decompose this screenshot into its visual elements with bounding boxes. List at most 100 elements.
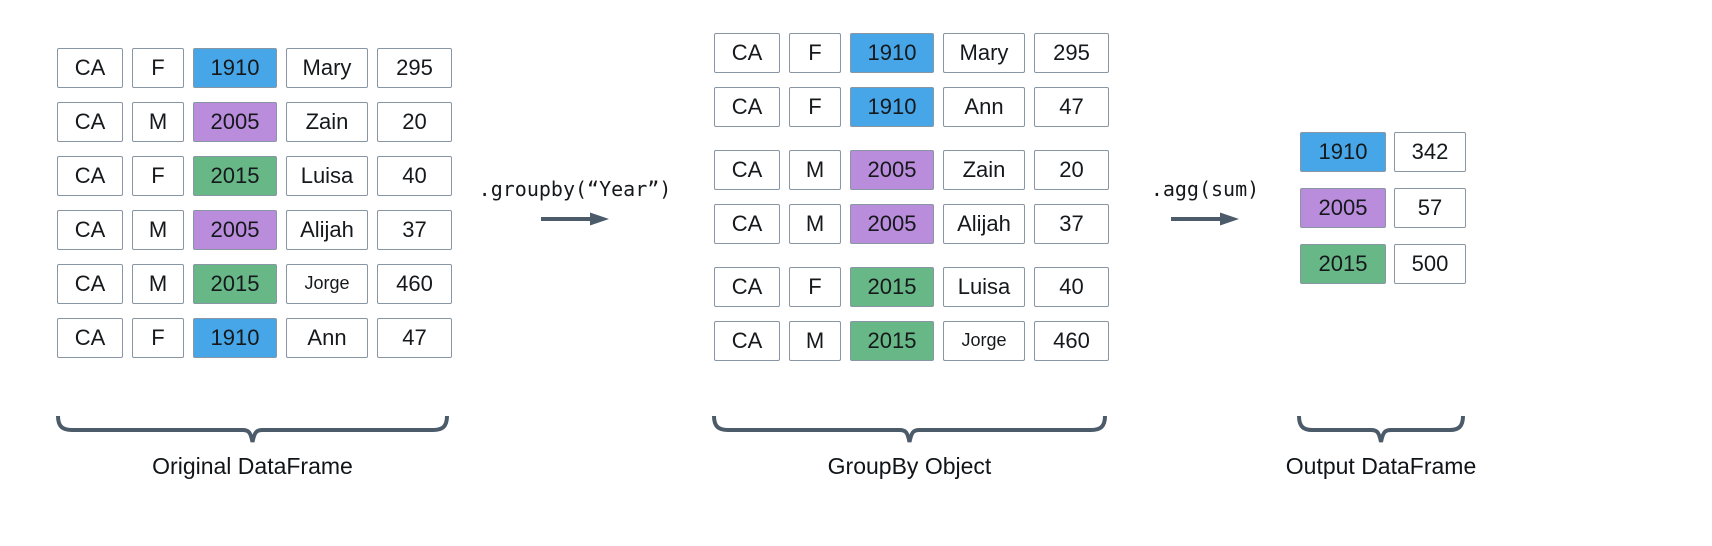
sum-cell: 500 xyxy=(1394,244,1466,284)
state-cell: CA xyxy=(714,87,780,127)
original-dataframe-table: CA F 1910 Mary 295 CA M 2005 Zain 20 CA … xyxy=(57,48,452,372)
table-row: CA F 1910 Ann 47 xyxy=(57,318,452,358)
table-row: CA M 2015 Jorge 460 xyxy=(57,264,452,304)
count-cell: 20 xyxy=(1034,150,1109,190)
name-cell: Alijah xyxy=(286,210,368,250)
caption-original-dataframe: Original DataFrame xyxy=(152,453,353,479)
year-cell: 2005 xyxy=(850,150,934,190)
name-cell: Zain xyxy=(943,150,1025,190)
table-row: CA M 2005 Zain 20 xyxy=(714,150,1109,190)
year-cell: 2005 xyxy=(193,102,277,142)
year-cell: 2015 xyxy=(193,156,277,196)
name-cell: Mary xyxy=(943,33,1025,73)
count-cell: 20 xyxy=(377,102,452,142)
name-cell: Jorge xyxy=(286,264,368,304)
sex-cell: F xyxy=(789,267,841,307)
name-cell: Ann xyxy=(286,318,368,358)
table-row: CA M 2015 Jorge 460 xyxy=(714,321,1109,361)
state-cell: CA xyxy=(57,210,123,250)
sex-cell: M xyxy=(132,210,184,250)
output-dataframe-table: 1910 342 2005 57 2015 500 xyxy=(1300,132,1466,300)
year-cell: 2005 xyxy=(193,210,277,250)
table-row: CA F 1910 Mary 295 xyxy=(57,48,452,88)
count-cell: 295 xyxy=(377,48,452,88)
table-row: 2005 57 xyxy=(1300,188,1466,228)
year-cell: 2015 xyxy=(193,264,277,304)
year-cell: 1910 xyxy=(850,87,934,127)
agg-operation: .agg(sum) xyxy=(1090,177,1320,232)
count-cell: 40 xyxy=(377,156,452,196)
table-row: CA F 2015 Luisa 40 xyxy=(714,267,1109,307)
state-cell: CA xyxy=(714,267,780,307)
sum-cell: 57 xyxy=(1394,188,1466,228)
year-cell: 2015 xyxy=(850,267,934,307)
year-cell: 2015 xyxy=(850,321,934,361)
year-group-2005: CA M 2005 Zain 20 CA M 2005 Alijah 37 xyxy=(714,150,1109,244)
count-cell: 37 xyxy=(377,210,452,250)
year-group-2015: CA F 2015 Luisa 40 CA M 2015 Jorge 460 xyxy=(714,267,1109,361)
sex-cell: F xyxy=(132,48,184,88)
table-row: 1910 342 xyxy=(1300,132,1466,172)
caption-output-dataframe: Output DataFrame xyxy=(1285,453,1477,479)
sex-cell: M xyxy=(789,204,841,244)
year-cell: 2005 xyxy=(1300,188,1386,228)
count-cell: 460 xyxy=(1034,321,1109,361)
agg-operation-label: .agg(sum) xyxy=(1150,177,1260,201)
sex-cell: F xyxy=(789,33,841,73)
output-dataframe-group: Output DataFrame xyxy=(1286,415,1476,480)
name-cell: Zain xyxy=(286,102,368,142)
state-cell: CA xyxy=(57,156,123,196)
count-cell: 295 xyxy=(1034,33,1109,73)
count-cell: 37 xyxy=(1034,204,1109,244)
year-cell: 2015 xyxy=(1300,244,1386,284)
state-cell: CA xyxy=(57,48,123,88)
state-cell: CA xyxy=(714,204,780,244)
state-cell: CA xyxy=(57,264,123,304)
table-row: CA F 1910 Mary 295 xyxy=(714,33,1109,73)
table-row: CA F 2015 Luisa 40 xyxy=(57,156,452,196)
table-row: CA M 2005 Alijah 37 xyxy=(714,204,1109,244)
sum-cell: 342 xyxy=(1394,132,1466,172)
groupby-object-table: CA F 1910 Mary 295 CA F 1910 Ann 47 CA M… xyxy=(714,33,1109,384)
sex-cell: F xyxy=(132,156,184,196)
sex-cell: M xyxy=(132,264,184,304)
sex-cell: F xyxy=(789,87,841,127)
name-cell: Ann xyxy=(943,87,1025,127)
original-dataframe-group: Original DataFrame xyxy=(56,415,449,480)
year-cell: 1910 xyxy=(193,318,277,358)
table-row: 2015 500 xyxy=(1300,244,1466,284)
right-arrow-icon xyxy=(541,212,609,226)
count-cell: 47 xyxy=(377,318,452,358)
year-cell: 1910 xyxy=(193,48,277,88)
state-cell: CA xyxy=(714,33,780,73)
underbrace-icon xyxy=(712,415,1107,443)
count-cell: 47 xyxy=(1034,87,1109,127)
sex-cell: M xyxy=(789,150,841,190)
state-cell: CA xyxy=(714,321,780,361)
groupby-object-group: GroupBy Object xyxy=(712,415,1107,480)
name-cell: Mary xyxy=(286,48,368,88)
state-cell: CA xyxy=(57,102,123,142)
table-row: CA M 2005 Alijah 37 xyxy=(57,210,452,250)
name-cell: Jorge xyxy=(943,321,1025,361)
groupby-operation-label: .groupby(“Year”) xyxy=(478,177,672,201)
sex-cell: F xyxy=(132,318,184,358)
count-cell: 460 xyxy=(377,264,452,304)
state-cell: CA xyxy=(714,150,780,190)
underbrace-icon xyxy=(1297,415,1465,443)
sex-cell: M xyxy=(132,102,184,142)
count-cell: 40 xyxy=(1034,267,1109,307)
year-group-1910: CA F 1910 Mary 295 CA F 1910 Ann 47 xyxy=(714,33,1109,127)
table-row: CA F 1910 Ann 47 xyxy=(714,87,1109,127)
sex-cell: M xyxy=(789,321,841,361)
groupby-operation: .groupby(“Year”) xyxy=(460,177,690,232)
caption-groupby-object: GroupBy Object xyxy=(827,453,992,479)
year-cell: 1910 xyxy=(1300,132,1386,172)
state-cell: CA xyxy=(57,318,123,358)
right-arrow-icon xyxy=(1171,212,1239,226)
name-cell: Alijah xyxy=(943,204,1025,244)
name-cell: Luisa xyxy=(943,267,1025,307)
name-cell: Luisa xyxy=(286,156,368,196)
table-row: CA M 2005 Zain 20 xyxy=(57,102,452,142)
